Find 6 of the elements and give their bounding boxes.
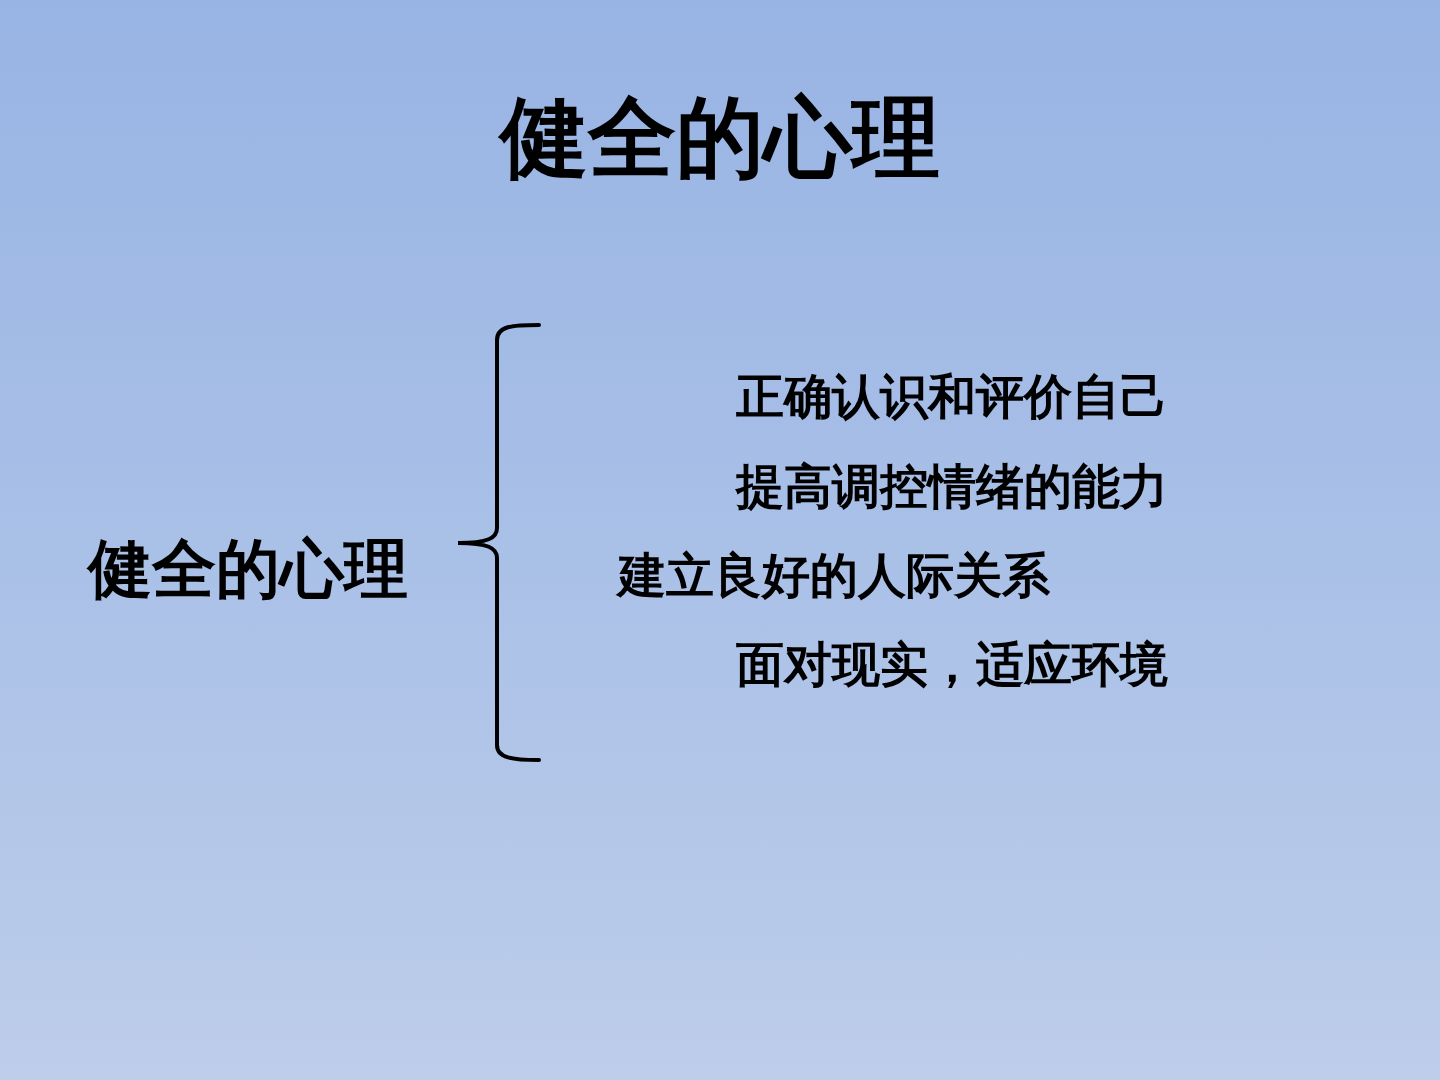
slide-title: 健全的心理 [497,87,941,189]
list-item-text: 面对现实，适应环境 [736,637,1168,693]
topic-label: 健全的心理 [88,533,408,607]
list-item-text: 提高调控情绪的能力 [736,459,1168,515]
list-item-text: 建立良好的人际关系 [618,548,1050,604]
list-item-text: 正确认识和评价自己 [736,369,1168,425]
